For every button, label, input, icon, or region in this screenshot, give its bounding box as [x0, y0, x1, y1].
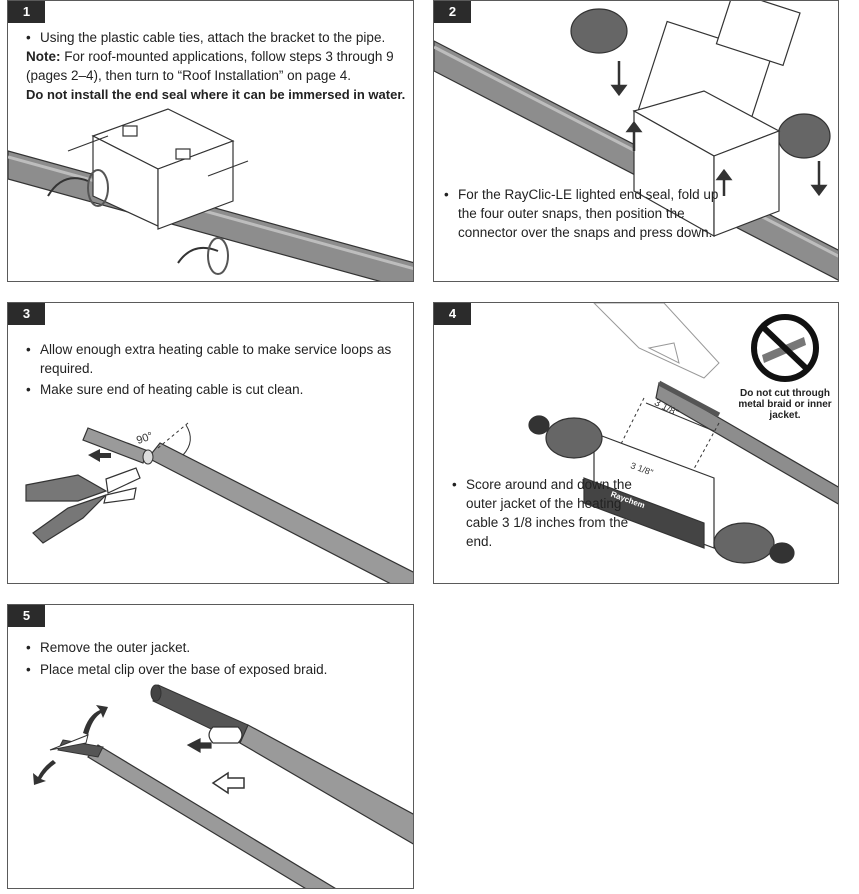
peel-arrows	[33, 705, 108, 785]
step-1-note-text: For roof-mounted applications, follow st…	[26, 49, 394, 83]
step-1-bullet: Using the plastic cable ties, attach the…	[26, 28, 411, 47]
outline-arrow	[211, 771, 245, 795]
step-1-note: Note: For roof-mounted applications, fol…	[26, 47, 411, 85]
step-1-panel: 1 Using the plastic cable ties, attach t…	[7, 0, 414, 282]
step-4-bullet: Score around and down the outer jacket o…	[452, 475, 641, 551]
step-1-note-label: Note:	[26, 49, 61, 64]
step-4-number: 4	[434, 303, 471, 325]
heating-cable-illustration	[82, 427, 413, 583]
step-2-bullet: For the RayClic-LE lighted end seal, fol…	[444, 185, 726, 242]
no-cut-icon	[751, 314, 819, 382]
bracket-illustration	[67, 108, 249, 230]
wire-cutter-illustration	[25, 467, 141, 544]
step-2-panel: 2 For the RayClic-LE lighted end seal, f…	[433, 0, 839, 282]
step-3-illustration: 90°	[25, 422, 413, 583]
step-3-panel: 3 Allow enough extra heating cable to ma…	[7, 302, 414, 584]
step-5-bullet-1: Remove the outer jacket.	[26, 638, 411, 657]
step-2-number: 2	[434, 1, 471, 23]
step-3-number: 3	[8, 303, 45, 325]
step-1-number: 1	[8, 1, 45, 23]
step-5-panel: 5 Remove the outer jacket. Place metal c…	[7, 604, 414, 889]
heating-cable-illustration	[655, 380, 838, 505]
step-5-text: Remove the outer jacket. Place metal cli…	[26, 638, 411, 679]
step-5-bullet-2: Place metal clip over the base of expose…	[26, 660, 411, 679]
angle-label: 90°	[135, 430, 155, 447]
step-1-illustration	[8, 108, 413, 281]
stripped-cable-illustration	[49, 734, 336, 888]
step-5-illustration	[33, 684, 413, 888]
step-3-bullet-2: Make sure end of heating cable is cut cl…	[26, 380, 411, 399]
cable-tie-arrows	[47, 169, 229, 275]
dimension-lines	[618, 397, 720, 479]
step-1-warning: Do not install the end seal where it can…	[26, 87, 406, 102]
angle-indicator	[157, 422, 191, 456]
step-4-panel: 4 3 1/8" 3 1/8" Raychem	[433, 302, 839, 584]
step-5-number: 5	[8, 605, 45, 627]
hand-knife-illustration	[593, 303, 720, 379]
metal-clip-illustration	[186, 726, 243, 754]
step-3-text: Allow enough extra heating cable to make…	[26, 340, 411, 399]
step-4-caution: Do not cut through metal braid or inner …	[738, 388, 832, 421]
step-3-bullet-1: Allow enough extra heating cable to make…	[26, 340, 411, 378]
braided-cable-illustration	[150, 684, 413, 845]
direction-arrow	[88, 449, 111, 462]
step-1-text: Using the plastic cable ties, attach the…	[26, 28, 411, 104]
step-2-illustration	[434, 1, 838, 281]
